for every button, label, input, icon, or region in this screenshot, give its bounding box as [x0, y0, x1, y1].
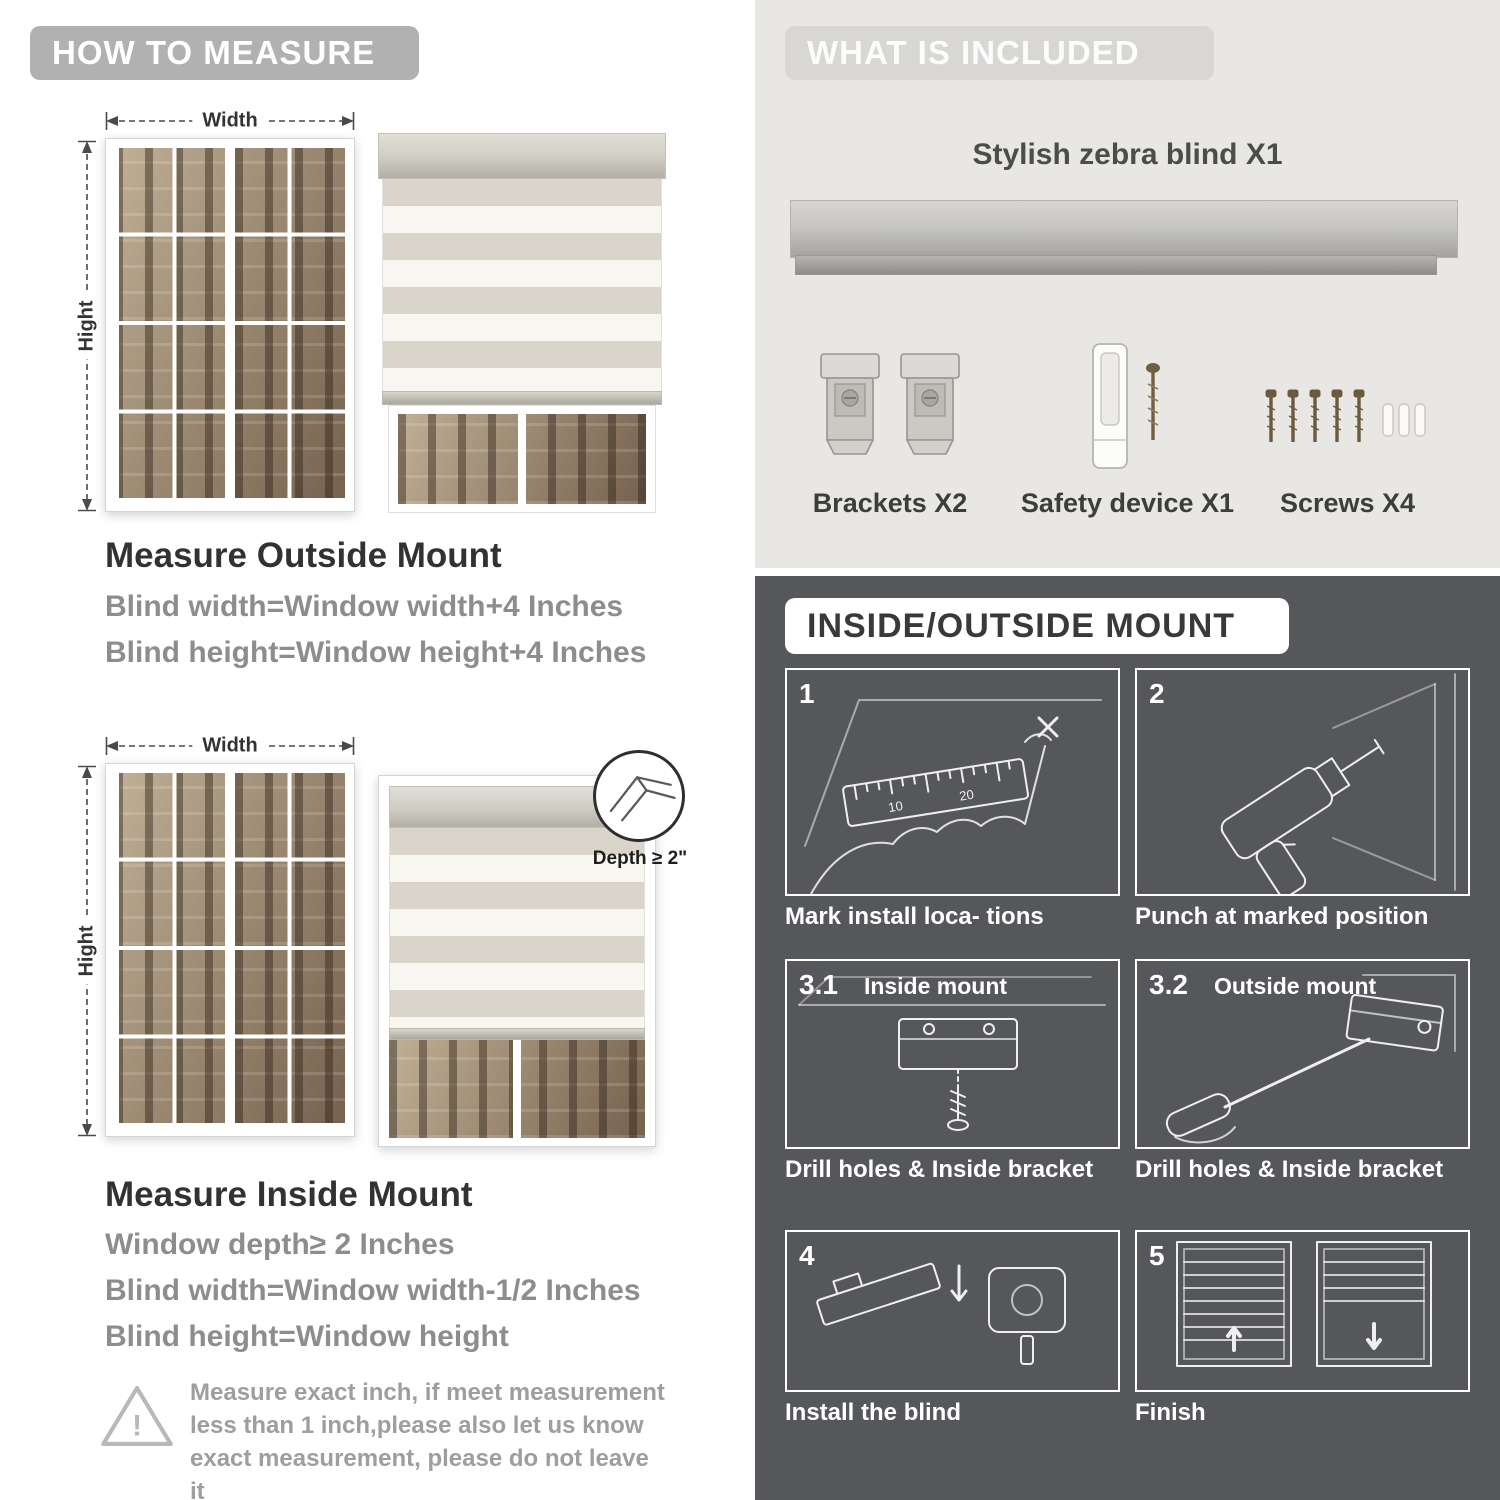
step-sublabel: Inside mount [863, 973, 1008, 999]
svg-text:20: 20 [958, 787, 975, 804]
window-illustration-inside [105, 763, 355, 1137]
window-glass [115, 148, 345, 502]
svg-text:!: ! [132, 1410, 142, 1443]
screws-label: Screws X4 [1279, 488, 1416, 518]
measurement-warning: ! Measure exact inch, if meet measuremen… [100, 1374, 666, 1500]
svg-text:10: 10 [887, 798, 904, 815]
step-number: 3.1 [799, 969, 838, 1000]
mark-locations-illustration: 10 20 [804, 699, 1102, 894]
step-number: 1 [799, 678, 815, 709]
window-glass [115, 773, 345, 1127]
window-glass [398, 414, 646, 504]
bracket-icon [900, 353, 960, 455]
warning-triangle-icon: ! [101, 1385, 173, 1447]
zebra-blind-illustration-outside [378, 133, 666, 513]
step-caption: Mark install loca- tions [785, 903, 1044, 930]
step-number: 3.2 [1149, 969, 1188, 1000]
what-is-included-header: WHAT IS INCLUDED [785, 26, 1214, 80]
warning-text: Measure exact inch, if meet measurement … [190, 1379, 665, 1500]
safety-device-label: Safety device X1 [1020, 488, 1235, 518]
step-number: 4 [799, 1240, 815, 1271]
corner-detail-icon [609, 776, 676, 822]
mount-header: INSIDE/OUTSIDE MOUNT [785, 598, 1289, 654]
window-glass [389, 1040, 645, 1138]
blind-cassette [378, 133, 666, 179]
depth-label: Depth ≥ 2" [592, 848, 688, 869]
step-1: 1 [785, 668, 1120, 959]
step-sublabel: Outside mount [1213, 973, 1377, 999]
height-label: Hight [75, 917, 99, 985]
install-blind-illustration [816, 1262, 1066, 1365]
outside-rule-2: Blind height=Window height+4 Inches [105, 636, 647, 669]
window-bottom-fragment [388, 405, 656, 513]
what-is-included-section: WHAT IS INCLUDED Stylish zebra blind X1 [755, 0, 1500, 568]
depth-callout-circle [593, 750, 685, 842]
step-3-2: 3.2 Outside mount [1135, 959, 1470, 1230]
product-label: Stylish zebra blind X1 [972, 138, 1283, 171]
step-number: 5 [1149, 1240, 1165, 1271]
inside-mount-title: Measure Inside Mount [105, 1175, 473, 1214]
inside-bracket-illustration [798, 976, 1106, 1131]
step-caption: Punch at marked position [1135, 903, 1429, 930]
mount-steps-section: INSIDE/OUTSIDE MOUNT 1 [755, 576, 1500, 1500]
step-5: 5 [1135, 1230, 1470, 1427]
step-caption: Drill holes & Inside bracket [785, 1156, 1094, 1183]
brackets-label: Brackets X2 [812, 488, 968, 518]
how-to-measure-header: HOW TO MEASURE [30, 26, 419, 80]
step-caption: Install the blind [785, 1399, 962, 1426]
step-panel: 3.1 Inside mount [785, 959, 1120, 1149]
inside-rule-1: Window depth≥ 2 Inches [105, 1228, 455, 1261]
step-panel: 3.2 Outside mount [1135, 959, 1470, 1149]
finish-illustration [1176, 1241, 1432, 1367]
blind-stripes [382, 179, 662, 391]
screws-image [1263, 388, 1433, 459]
step-panel: 2 [1135, 668, 1470, 896]
width-label: Width [192, 734, 268, 758]
brackets-image [817, 350, 963, 464]
outside-rule-1: Blind width=Window width+4 Inches [105, 590, 624, 623]
height-arrow-inside: Hight [75, 765, 99, 1137]
zebra-blind-headrail-image [790, 200, 1458, 275]
step-3-1: 3.1 Inside mount [785, 959, 1120, 1230]
inside-rule-3: Blind height=Window height [105, 1320, 509, 1353]
steps-grid: 1 [785, 668, 1470, 1427]
step-number: 2 [1149, 678, 1165, 709]
step-panel: 1 [785, 668, 1120, 896]
blind-bottom-rail [389, 1028, 645, 1040]
window-illustration-outside [105, 138, 355, 512]
safety-device-image [1073, 340, 1183, 479]
blind-stripes [389, 828, 645, 1028]
width-label: Width [192, 109, 268, 133]
blind-bottom-rail [382, 391, 662, 405]
height-label: Hight [75, 292, 99, 360]
outside-bracket-illustration [1165, 974, 1456, 1144]
step-panel: 4 [785, 1230, 1120, 1392]
drill-illustration [1220, 673, 1456, 894]
outside-mount-title: Measure Outside Mount [105, 536, 502, 575]
safety-device-icon [1092, 343, 1160, 469]
bracket-icon [820, 353, 880, 455]
step-4: 4 [785, 1230, 1120, 1427]
width-arrow-inside: Width [105, 734, 355, 758]
step-caption: Finish [1135, 1399, 1206, 1426]
width-arrow-outside: Width [105, 109, 355, 133]
inside-mount-blind-illustration [378, 775, 656, 1147]
inside-rule-2: Blind width=Window width-1/2 Inches [105, 1274, 641, 1307]
step-2: 2 [1135, 668, 1470, 959]
step-caption: Drill holes & Inside bracket [1135, 1156, 1444, 1183]
step-panel: 5 [1135, 1230, 1470, 1392]
height-arrow-outside: Hight [75, 140, 99, 512]
screws-icon [1265, 389, 1426, 442]
